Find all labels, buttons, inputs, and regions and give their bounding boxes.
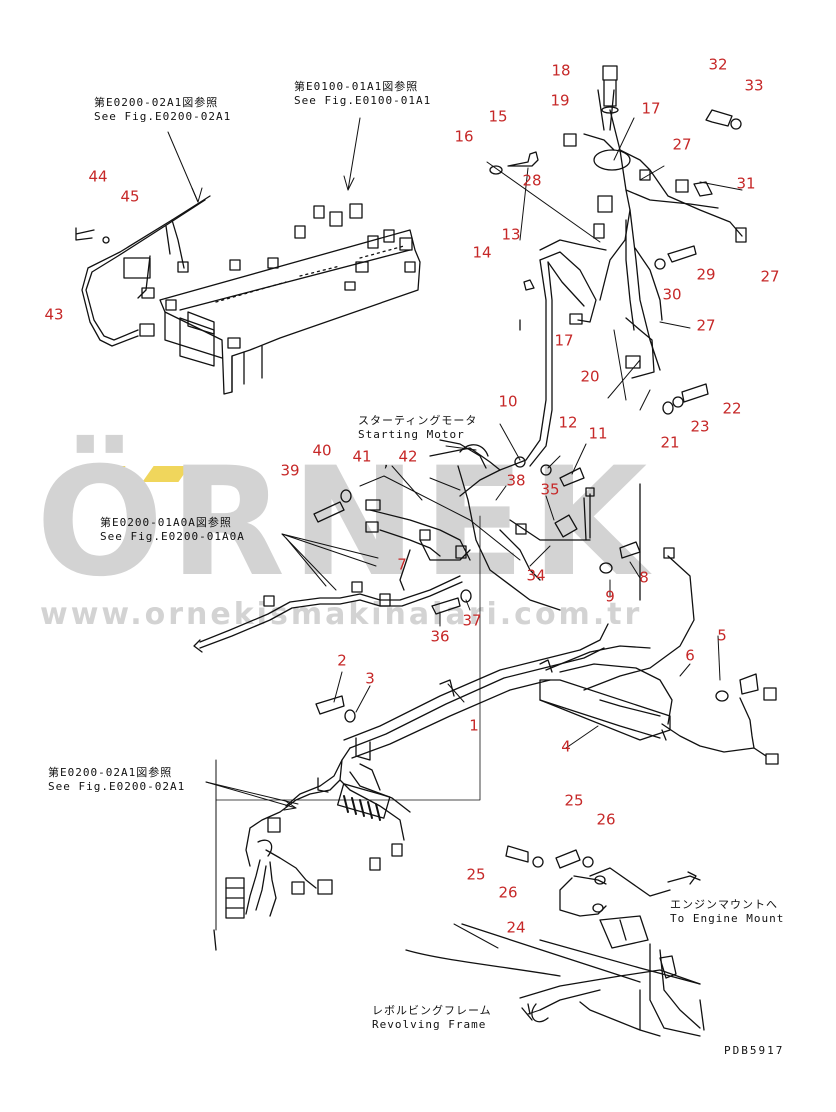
- part-number: 32: [708, 55, 728, 74]
- reference-label-starting-motor: スターティングモータ Starting Motor: [358, 414, 477, 442]
- reference-label-engine-mount: エンジンマウントへ To Engine Mount: [670, 898, 784, 926]
- part-number: 35: [540, 480, 560, 499]
- reference-en: To Engine Mount: [670, 912, 785, 925]
- leader-lines-lower: [205, 515, 721, 931]
- reference-label-e0200-02a1-top: 第E0200-02A1図参照 See Fig.E0200-02A1: [94, 96, 231, 124]
- part-number: 18: [551, 61, 571, 80]
- part-number: 26: [498, 883, 518, 902]
- reference-label-e0200-02a1-bottom: 第E0200-02A1図参照 See Fig.E0200-02A1: [48, 766, 185, 794]
- part-number: 43: [44, 305, 64, 324]
- part-number: 11: [588, 424, 608, 443]
- reference-label-e0100-01a1: 第E0100-01A1図参照 See Fig.E0100-01A1: [294, 80, 431, 108]
- part-number: 20: [580, 367, 600, 386]
- part-number: 30: [662, 285, 682, 304]
- harness-43: [75, 195, 211, 347]
- part-number: 25: [564, 791, 584, 810]
- center-harness: [365, 259, 595, 611]
- controller-bracket: [159, 203, 421, 395]
- lower-left-harness: [213, 747, 411, 951]
- part-number: 39: [280, 461, 300, 480]
- part-number: 19: [550, 91, 570, 110]
- fasteners: [313, 109, 759, 869]
- part-number: 13: [501, 225, 521, 244]
- reference-en: See Fig.E0200-02A1: [48, 780, 186, 793]
- reference-jp: 第E0200-01A0A図参照: [100, 516, 232, 529]
- upper-right-harness: [539, 65, 747, 379]
- reference-en: See Fig.E0100-01A1: [294, 94, 432, 107]
- reference-label-e0200-01a0a: 第E0200-01A0A図参照 See Fig.E0200-01A0A: [100, 516, 245, 544]
- drawing-code: PDB5917: [724, 1044, 785, 1057]
- revolving-frame: [405, 867, 705, 1037]
- part-number: 3: [365, 669, 375, 688]
- part-number: 34: [526, 566, 546, 585]
- reference-label-revolving-frame: レボルビングフレーム Revolving Frame: [372, 1004, 492, 1032]
- reference-jp: 第E0200-02A1図参照: [94, 96, 219, 109]
- part-number: 29: [696, 265, 716, 284]
- part-number: 28: [522, 171, 542, 190]
- part-number: 10: [498, 392, 518, 411]
- reference-en: See Fig.E0200-01A0A: [100, 530, 245, 543]
- part-number: 1: [469, 716, 479, 735]
- part-number: 36: [430, 627, 450, 646]
- reference-jp: 第E0200-02A1図参照: [48, 766, 173, 779]
- part-number: 6: [685, 646, 695, 665]
- part-number: 27: [760, 267, 780, 286]
- part-number: 21: [660, 433, 680, 452]
- part-number: 25: [466, 865, 486, 884]
- part-number: 33: [744, 76, 764, 95]
- part-number: 17: [554, 331, 574, 350]
- part-number: 15: [488, 107, 508, 126]
- harness-7: [193, 549, 463, 653]
- part-number: 12: [558, 413, 578, 432]
- reference-jp: レボルビングフレーム: [372, 1004, 492, 1017]
- part-number: 23: [690, 417, 710, 436]
- reference-en: See Fig.E0200-02A1: [94, 110, 232, 123]
- harness-1: [343, 547, 779, 765]
- reference-leaders: [167, 117, 541, 1015]
- part-number: 44: [88, 167, 108, 186]
- leader-lines-upper: [486, 117, 743, 411]
- comma-mark: ,: [383, 452, 389, 471]
- reference-en: Starting Motor: [358, 428, 465, 441]
- part-number: 26: [596, 810, 616, 829]
- part-number: 5: [717, 626, 727, 645]
- part-number: 27: [696, 316, 716, 335]
- part-number: 4: [561, 737, 571, 756]
- leader-lines-center: [281, 423, 641, 627]
- part-number: 31: [736, 174, 756, 193]
- part-number: 22: [722, 399, 742, 418]
- part-number: 24: [506, 918, 526, 937]
- part-number: 8: [639, 568, 649, 587]
- part-number: 45: [120, 187, 140, 206]
- part-number: 17: [641, 99, 661, 118]
- part-number: 14: [472, 243, 492, 262]
- part-number: 37: [462, 611, 482, 630]
- part-number: 16: [454, 127, 474, 146]
- reference-jp: エンジンマウントへ: [670, 898, 778, 911]
- part-number: 38: [506, 471, 526, 490]
- part-number: 40: [312, 441, 332, 460]
- part-number: 41: [352, 447, 372, 466]
- reference-en: Revolving Frame: [372, 1018, 487, 1031]
- reference-jp: スターティングモータ: [358, 414, 478, 427]
- reference-jp: 第E0100-01A1図参照: [294, 80, 419, 93]
- part-number: 7: [397, 555, 407, 574]
- part-number: 2: [337, 651, 347, 670]
- watermark-word: ÖRNEK: [36, 436, 654, 610]
- part-number: 9: [605, 587, 615, 606]
- part-number: 42: [398, 447, 418, 466]
- part-number: 27: [672, 135, 692, 154]
